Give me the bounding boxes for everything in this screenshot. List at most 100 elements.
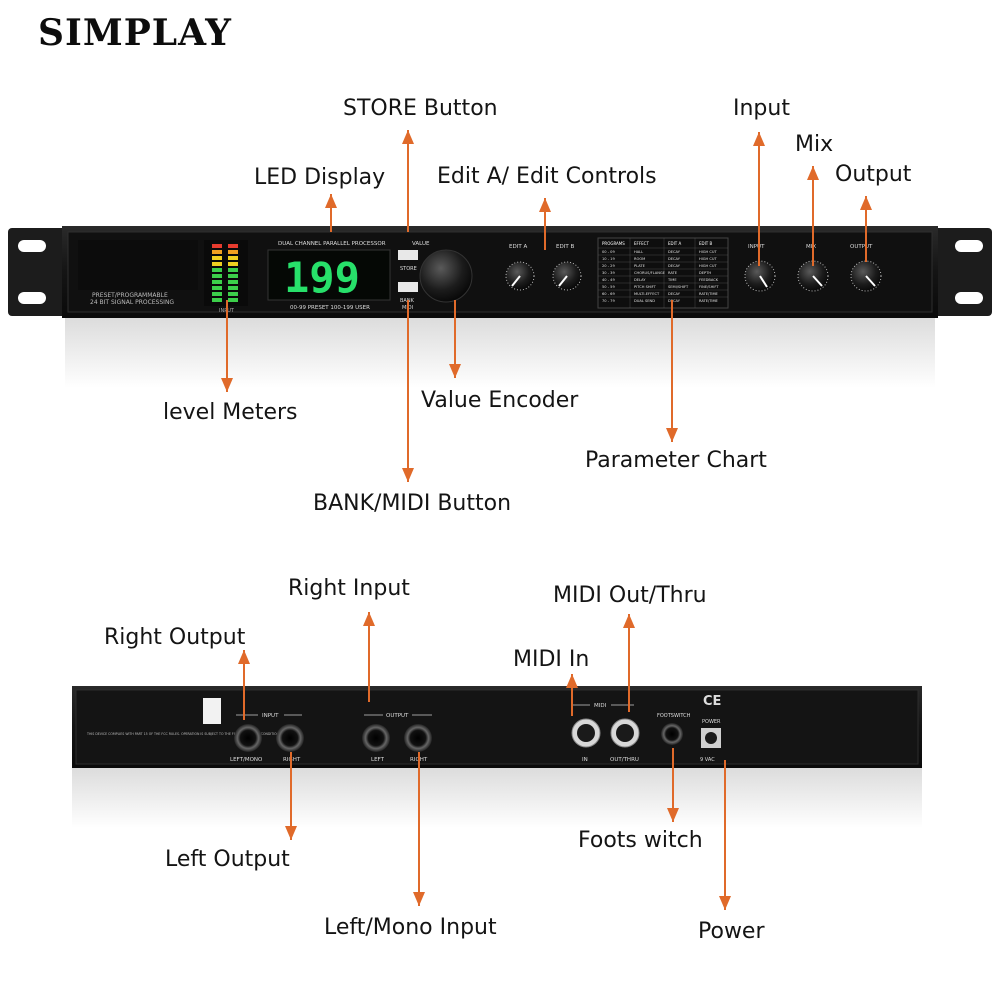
led-display-value: 199 (284, 253, 360, 302)
meter-led (212, 292, 222, 296)
preset-text: 00-99 PRESET 100-199 USER (290, 305, 370, 311)
chart-header: EDIT B (699, 241, 713, 246)
midi-out-label: OUT/THRU (610, 757, 639, 763)
chart-cell: DUAL SEND (634, 299, 655, 303)
chart-cell: HIGH CUT (699, 264, 718, 268)
input-group-label: INPUT (262, 713, 279, 719)
chart-header: EFFECT (634, 241, 649, 246)
edit-b-label: EDIT B (556, 244, 574, 250)
midi-group-label: MIDI (594, 703, 607, 709)
ground-symbol (203, 698, 221, 724)
footswitch-label: FOOTSWITCH (657, 713, 691, 719)
chart-cell: HALL (634, 250, 643, 254)
arrow-led (325, 194, 337, 232)
chart-cell: 00 - 09 (602, 250, 615, 254)
callout-left-output: Left Output (165, 847, 290, 872)
arrow-param (666, 300, 678, 442)
chart-cell: SEMI/SHIFT (668, 285, 689, 289)
meter-led (212, 274, 222, 278)
meter-led (228, 268, 238, 272)
right-output-jack[interactable] (404, 724, 432, 752)
chart-cell: 70 - 79 (602, 299, 615, 303)
ce-mark: CE (703, 694, 721, 709)
left-output-label: LEFT (371, 757, 385, 763)
meter-led (212, 256, 222, 260)
chart-cell: DECAY (668, 264, 681, 268)
left-mono-input-jack[interactable] (234, 724, 262, 752)
callout-footswitch: Foots witch (578, 828, 703, 853)
meter-led (212, 298, 222, 302)
meter-led (212, 262, 222, 266)
chart-cell: RATE (668, 271, 678, 275)
level-meter: INPUT (204, 240, 248, 314)
back-panel: THIS DEVICE COMPLIES WITH PART 15 OF THE… (72, 686, 922, 828)
arrow-input (753, 132, 765, 266)
footswitch-jack[interactable] (661, 723, 683, 745)
meter-led (228, 298, 238, 302)
callout-bank-midi: BANK/MIDI Button (313, 491, 512, 516)
arrow-midi-in (566, 674, 578, 716)
chart-cell: RATE/TIME (699, 299, 719, 303)
chart-cell: 30 - 39 (602, 271, 615, 275)
right-input-jack[interactable] (276, 724, 304, 752)
arrow-left-mono (413, 752, 425, 906)
meter-led (228, 292, 238, 296)
meter-led (228, 250, 238, 254)
meter-led (212, 286, 222, 290)
chart-cell: FINE/SHIFT (699, 285, 719, 289)
chart-cell: DECAY (668, 257, 681, 261)
chart-cell: CHORUS/FLANGE (634, 271, 666, 275)
chart-cell: DECAY (668, 250, 681, 254)
chart-cell: TIME (667, 278, 677, 282)
chart-cell: DECAY (668, 292, 681, 296)
callout-power: Power (698, 919, 765, 944)
value-encoder[interactable] (419, 249, 473, 303)
chart-header: PROGRAMS (602, 241, 625, 246)
led-display (267, 249, 391, 301)
chart-cell: DEPTH (699, 271, 711, 275)
meter-led (212, 244, 222, 248)
value-label: VALUE (412, 241, 430, 247)
arrow-footswitch (667, 748, 679, 822)
callout-parameter-chart: Parameter Chart (585, 448, 767, 473)
arrow-mix (807, 166, 819, 266)
arrow-level (221, 300, 233, 392)
callout-midi-in: MIDI In (513, 647, 590, 672)
meter-led (212, 250, 222, 254)
left-mono-label: LEFT/MONO (230, 757, 263, 763)
front-panel: PRESET/PROGRAMMABLE 24 BIT SIGNAL PROCES… (8, 226, 992, 388)
arrow-left-output (285, 752, 297, 840)
mix-label: MIX (806, 244, 816, 250)
chart-cell: FEEDBACK (699, 278, 719, 282)
chart-cell: 10 - 19 (602, 257, 615, 261)
store-button[interactable] (398, 250, 418, 260)
callout-right-input: Right Input (288, 576, 410, 601)
edit-a-label: EDIT A (509, 244, 527, 250)
chart-cell: DECAY (668, 299, 681, 303)
brand-logo: SIMPLAY (38, 12, 232, 54)
chart-cell: RATE/TIME (699, 292, 719, 296)
output-label: OUTPUT (850, 244, 873, 250)
callout-mix: Mix (795, 132, 834, 157)
model-label-2: 24 BIT SIGNAL PROCESSING (90, 299, 174, 306)
chart-cell: PLATE (634, 264, 646, 268)
callout-midi-out: MIDI Out/Thru (553, 583, 707, 608)
midi-in-label: IN (582, 757, 588, 763)
callout-value-encoder: Value Encoder (421, 388, 579, 413)
callout-level-meters: level Meters (163, 400, 298, 425)
header-text: DUAL CHANNEL PARALLEL PROCESSOR (278, 241, 386, 247)
callout-right-output: Right Output (104, 625, 246, 650)
output-group-label: OUTPUT (386, 713, 409, 719)
callout-input: Input (733, 96, 790, 121)
meter-led (228, 262, 238, 266)
meter-led (228, 286, 238, 290)
meter-led (212, 268, 222, 272)
chart-cell: 20 - 29 (602, 264, 615, 268)
left-output-jack[interactable] (362, 724, 390, 752)
model-label-1: PRESET/PROGRAMMABLE (92, 292, 168, 299)
bank-midi-button[interactable] (398, 282, 418, 292)
arrow-midi-out (623, 614, 635, 712)
arrow-bank (402, 300, 414, 482)
chart-cell: 40 - 49 (602, 278, 615, 282)
